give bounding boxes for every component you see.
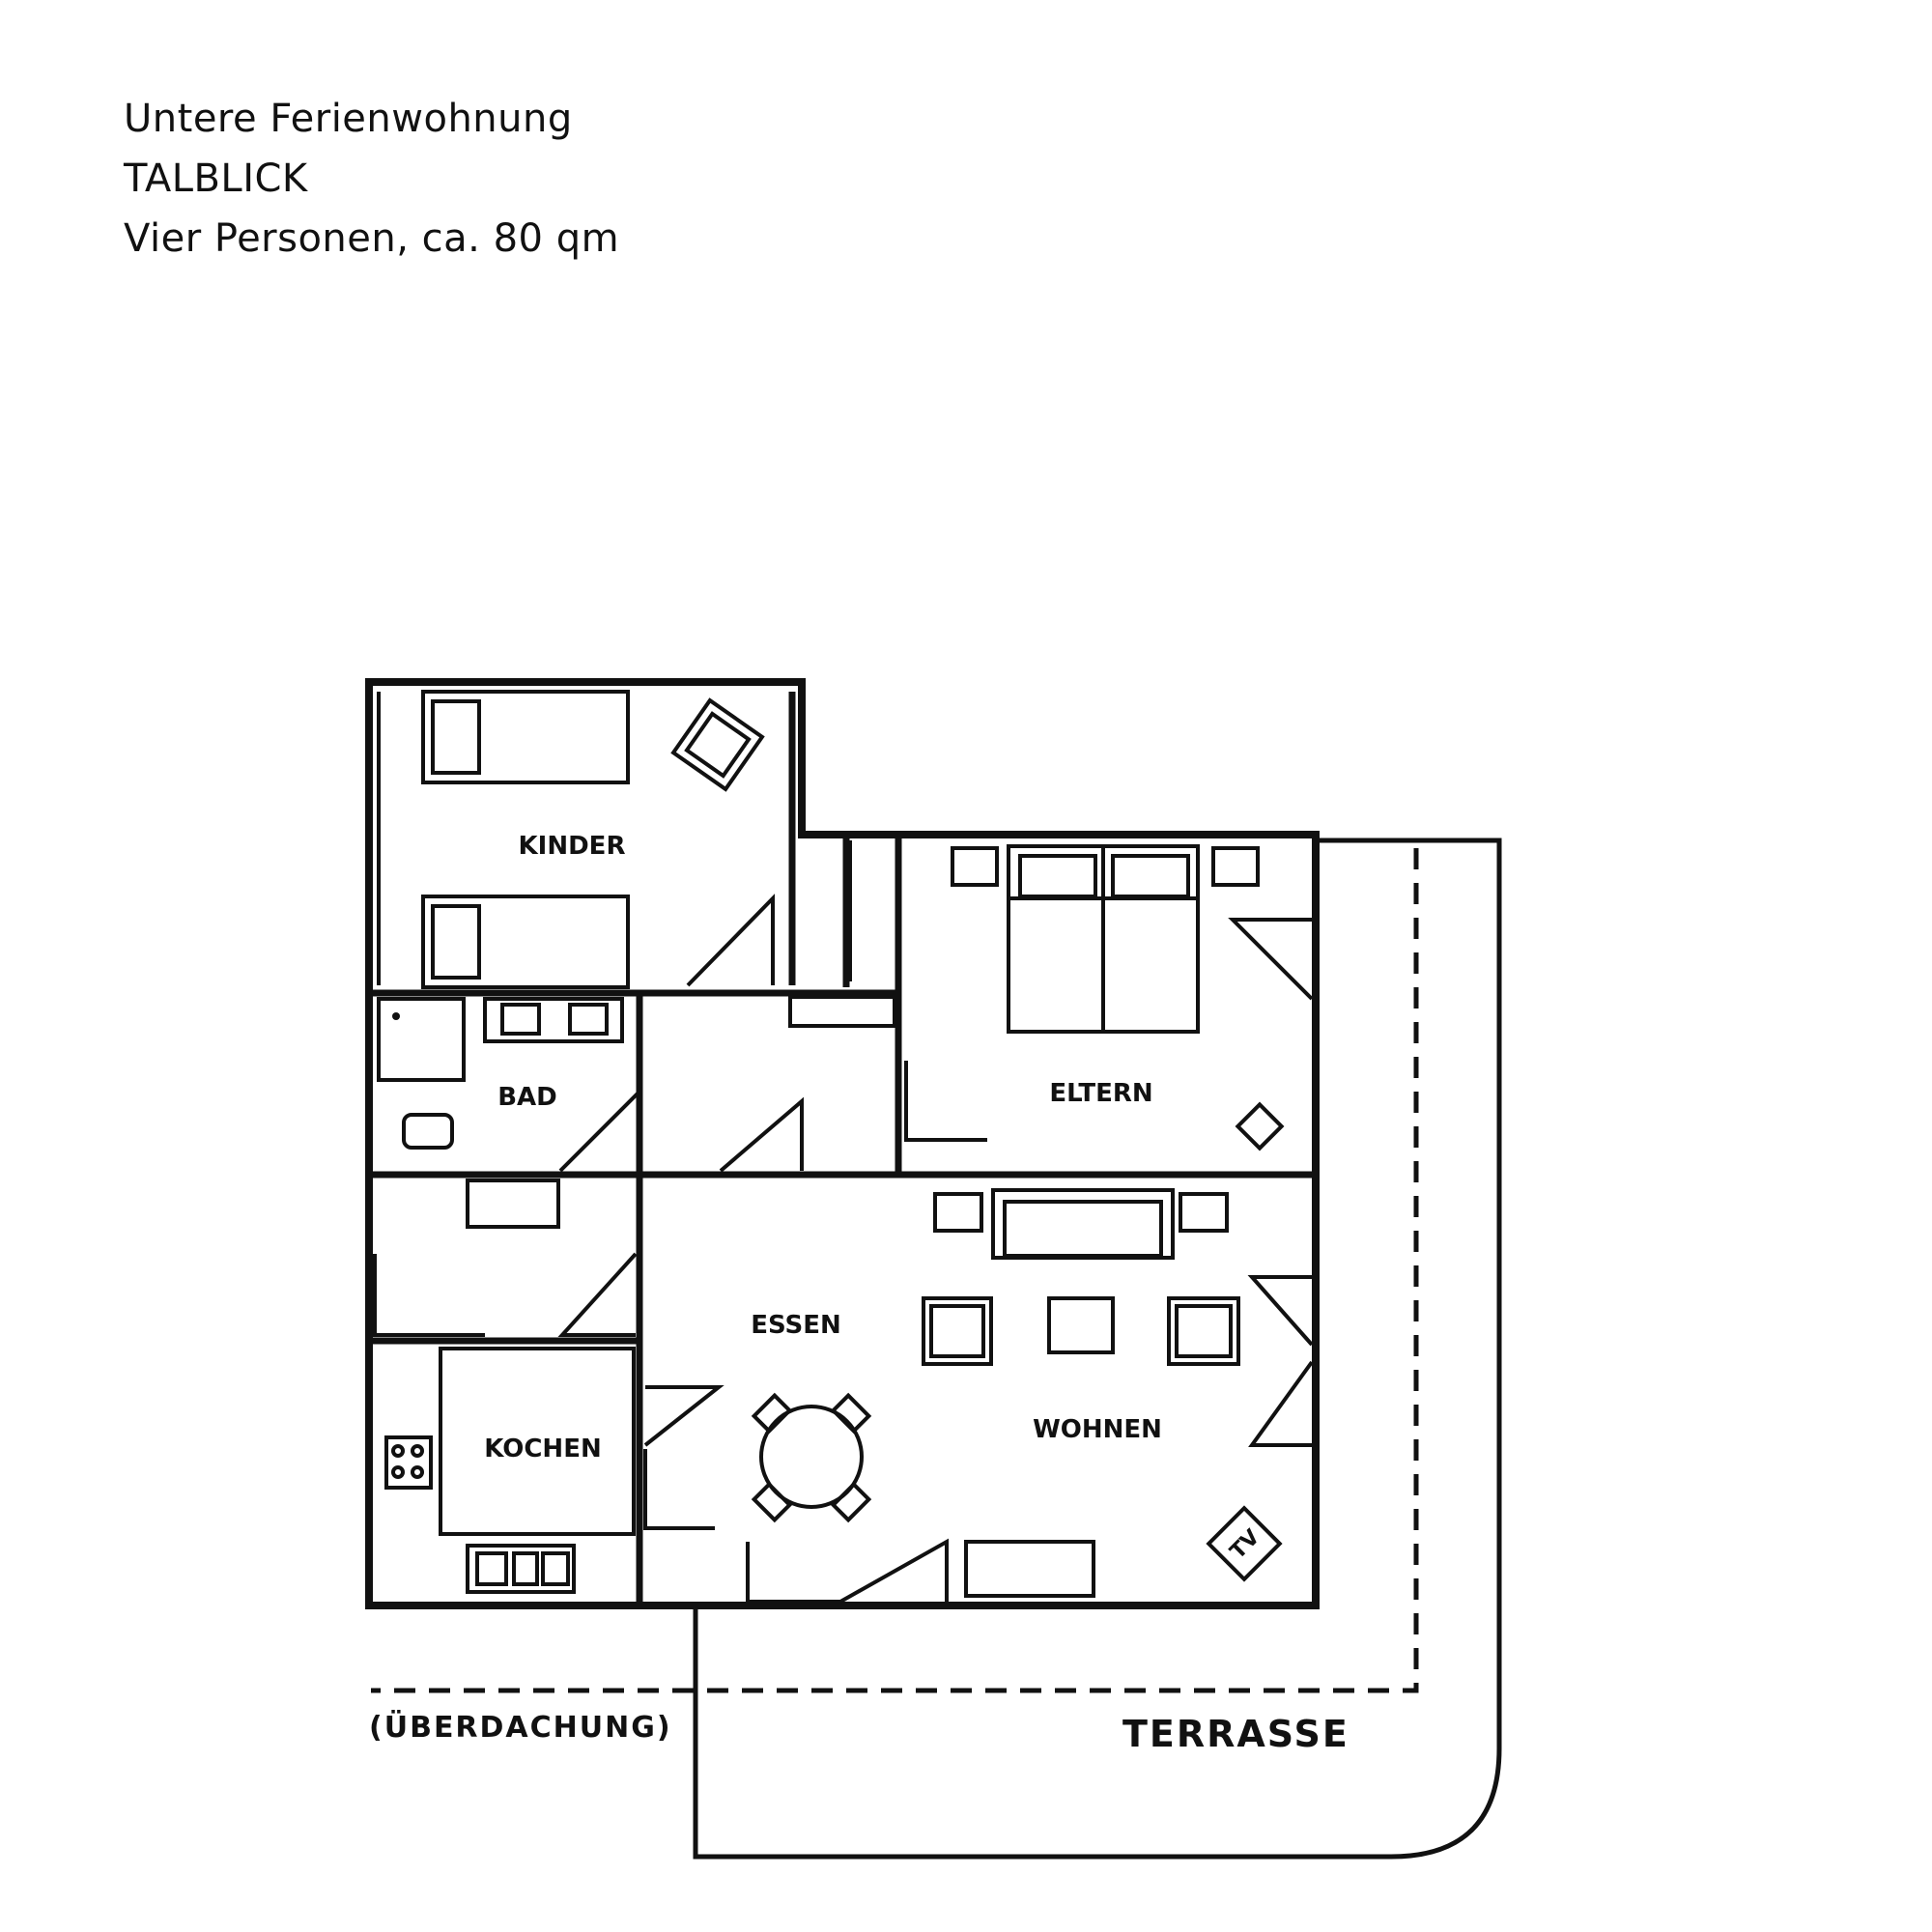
door-storage-right[interactable] <box>557 1252 638 1337</box>
kitchen-island <box>439 1347 636 1536</box>
sink <box>568 1003 609 1036</box>
door-bad[interactable] <box>558 1087 641 1173</box>
door-hallway[interactable] <box>719 1096 804 1173</box>
wohnen-furniture <box>751 1188 1240 1598</box>
plant <box>1235 1101 1285 1151</box>
roof-overhang-line <box>371 848 1419 1693</box>
kinder-furniture <box>421 690 765 989</box>
door-essen-left-upper[interactable] <box>643 1385 724 1447</box>
armchair <box>670 697 765 792</box>
terrace-outline <box>693 838 1502 1860</box>
coffee-table <box>1047 1296 1115 1354</box>
plan-capacity: Vier Personen, ca. 80 qm <box>124 216 620 261</box>
door-kinder[interactable] <box>686 894 775 987</box>
pillow <box>1018 854 1097 898</box>
kochen-furniture <box>384 1347 636 1594</box>
sofa-seat <box>1003 1200 1163 1258</box>
nightstand <box>1211 846 1260 887</box>
plan-header: Untere Ferienwohnung TALBLICK Vier Perso… <box>124 89 619 269</box>
shower-drain <box>392 1012 400 1020</box>
hall-cabinet <box>788 995 896 1028</box>
tv-bench <box>964 1540 1095 1598</box>
door-terrace-bottom[interactable] <box>746 1538 949 1604</box>
door-storage-left[interactable] <box>373 1254 485 1337</box>
hallway-fixtures <box>788 995 896 1028</box>
plan-subtitle: Untere Ferienwohnung <box>124 97 573 141</box>
room-label-kinder: KINDER <box>519 832 626 861</box>
pillow <box>431 904 481 980</box>
bad-furniture <box>377 997 624 1150</box>
room-label-bad: BAD <box>497 1083 557 1112</box>
chair <box>751 1392 793 1435</box>
sink <box>500 1003 541 1036</box>
dining-table <box>759 1405 864 1509</box>
room-label-wohnen: WOHNEN <box>1033 1415 1162 1444</box>
door-eltern[interactable] <box>904 1061 987 1142</box>
armchair-seat <box>684 711 752 779</box>
room-label-eltern: ELTERN <box>1049 1079 1152 1108</box>
plan-title: TALBLICK <box>124 156 308 201</box>
door-eltern-window[interactable] <box>1228 918 1314 1001</box>
side-table <box>933 1192 983 1233</box>
tv-icon <box>1206 1505 1283 1582</box>
label-ueberdachung: (ÜBERDACHUNG) <box>369 1709 672 1745</box>
door-terrace-right-upper[interactable] <box>1247 1275 1314 1347</box>
bed <box>421 690 630 784</box>
side-table <box>1179 1192 1229 1233</box>
tv-label: TV <box>1226 1525 1264 1564</box>
storage-room <box>466 1179 560 1229</box>
armchair <box>922 1296 993 1366</box>
label-terrasse: TERRASSE <box>1122 1713 1350 1755</box>
armchair <box>1167 1296 1240 1366</box>
door-essen-left-lower[interactable] <box>643 1449 715 1530</box>
chair <box>751 1481 793 1523</box>
room-label-essen: ESSEN <box>751 1311 841 1340</box>
shower <box>377 997 466 1082</box>
room-label-kochen: KOCHEN <box>484 1435 601 1463</box>
kitchen-sink <box>466 1544 576 1594</box>
toilet <box>402 1113 454 1150</box>
door-terrace-right-lower[interactable] <box>1248 1360 1314 1447</box>
stove <box>384 1435 433 1490</box>
nightstand <box>951 846 999 887</box>
interior-walls <box>369 692 1316 1605</box>
pillow <box>431 699 481 775</box>
bed <box>421 895 630 989</box>
chair <box>830 1392 872 1435</box>
exterior-wall <box>365 678 1320 1609</box>
eltern-furniture <box>951 844 1285 1151</box>
pillow <box>1111 854 1190 898</box>
vanity <box>483 997 624 1043</box>
chair <box>830 1481 872 1523</box>
